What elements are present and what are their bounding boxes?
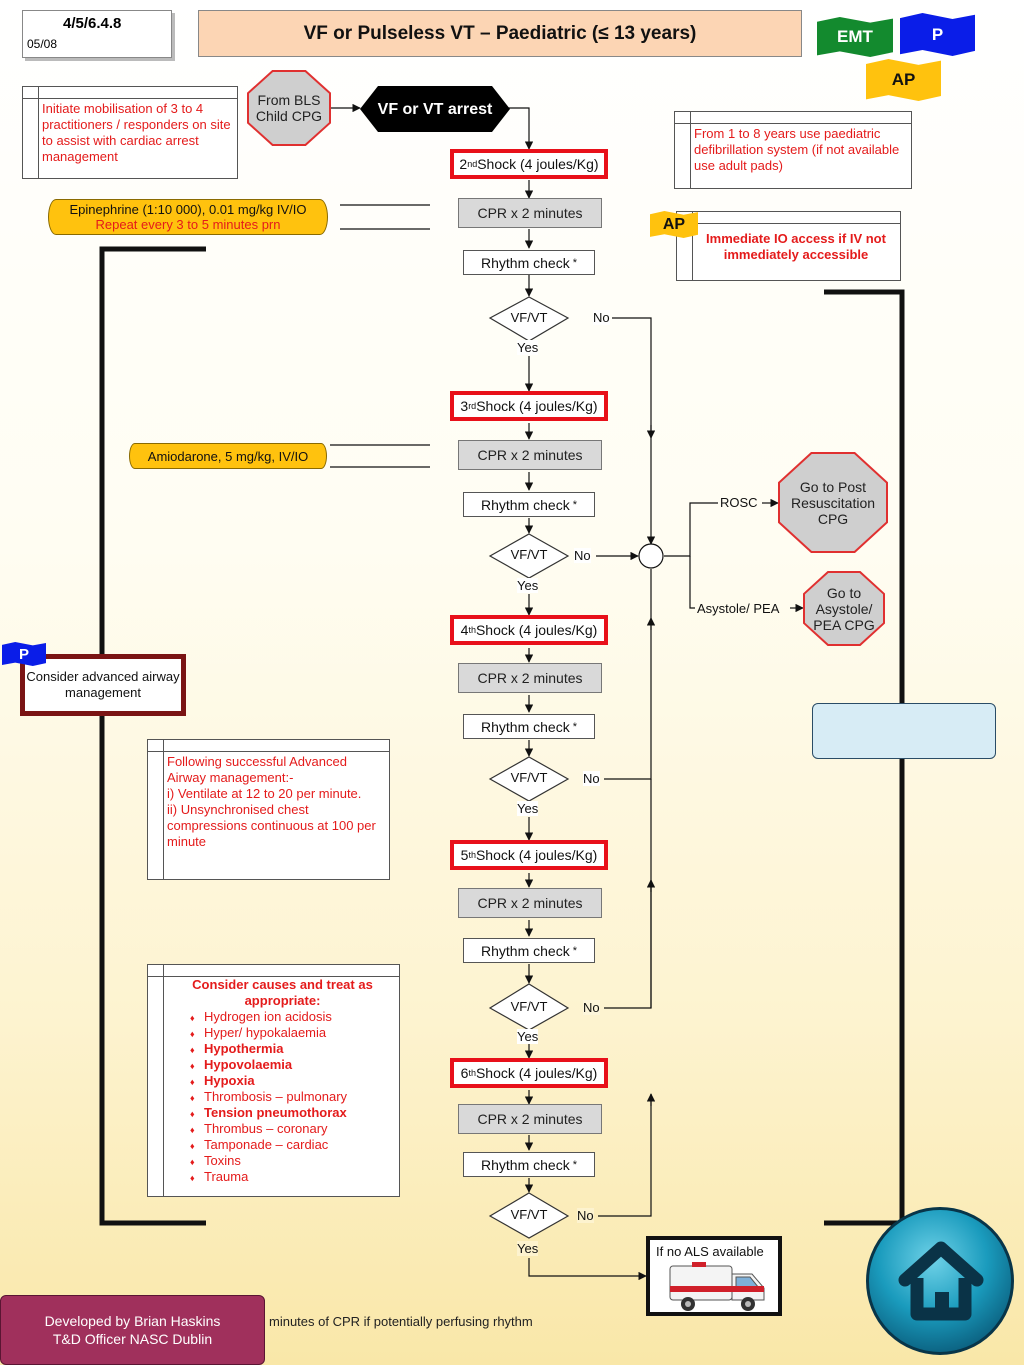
cpr-footer-note: minutes of CPR if potentially perfusing … bbox=[269, 1314, 533, 1329]
decision-label-3: VF/VT bbox=[510, 770, 548, 785]
rhythm-check-1: Rhythm check* bbox=[463, 250, 595, 275]
cause-item: Hydrogen ion acidosis bbox=[148, 1009, 399, 1026]
amiodarone-dose: Amiodarone, 5 mg/kg, IV/IO bbox=[147, 448, 309, 464]
causes-list: Hydrogen ion acidosis Hyper/ hypokalaemi… bbox=[148, 1009, 399, 1186]
decision-label-5: VF/VT bbox=[510, 1207, 548, 1222]
yes-label-4: Yes bbox=[517, 1029, 539, 1044]
io-access-note: Immediate IO access if IV not immediatel… bbox=[676, 211, 901, 281]
post-resus-octagon: Go to Post Resuscitation CPG bbox=[778, 452, 888, 553]
protocol-code: 4/5/6.4.8 bbox=[63, 15, 122, 32]
cause-item: Tension pneumothorax bbox=[148, 1105, 399, 1122]
defib-note: From 1 to 8 years use paediatric defibri… bbox=[674, 111, 912, 189]
blank-callout[interactable] bbox=[812, 703, 996, 759]
cause-item: Hypothermia bbox=[148, 1041, 399, 1058]
asystole-pea-label: Asystole/ PEA bbox=[697, 601, 780, 616]
cpr-box-2: CPR x 2 minutes bbox=[458, 440, 602, 470]
post-resus-text: Go to Post Resuscitation CPG bbox=[780, 454, 886, 551]
cpr-box-1: CPR x 2 minutes bbox=[458, 198, 602, 228]
mobilisation-note: Initiate mobilisation of 3 to 4 practiti… bbox=[22, 86, 238, 179]
no-als-text: If no ALS available bbox=[656, 1244, 764, 1259]
no-label-3: No bbox=[583, 771, 600, 786]
no-label-2: No bbox=[574, 548, 591, 563]
from-bls-octagon: From BLS Child CPG bbox=[247, 70, 331, 146]
epinephrine-dose: Epinephrine (1:10 000), 0.01 mg/kg IV/IO bbox=[69, 202, 307, 217]
rhythm-check-2: Rhythm check* bbox=[463, 492, 595, 517]
yes-label-3: Yes bbox=[517, 801, 539, 816]
causes-note: Consider causes and treat as appropriate… bbox=[147, 964, 400, 1197]
from-bls-text: From BLS Child CPG bbox=[249, 72, 329, 144]
causes-title: Consider causes and treat as appropriate… bbox=[192, 977, 373, 1008]
decision-label-1: VF/VT bbox=[510, 310, 548, 325]
yes-label-2: Yes bbox=[517, 578, 539, 593]
cause-item: Thrombosis – pulmonary bbox=[148, 1089, 399, 1106]
cause-item: Trauma bbox=[148, 1169, 399, 1186]
paramedic-flag: P bbox=[900, 13, 975, 56]
decision-label-4: VF/VT bbox=[510, 999, 548, 1014]
ambulance-icon bbox=[669, 1262, 765, 1311]
advanced-airway-box: Consider advanced airway management bbox=[20, 654, 186, 716]
developer-name: Developed by Brian Haskins bbox=[44, 1313, 221, 1329]
cause-item: Hypovolaemia bbox=[148, 1057, 399, 1074]
cause-item: Hyper/ hypokalaemia bbox=[148, 1025, 399, 1042]
post-airway-note: Following successful Advanced Airway man… bbox=[147, 739, 390, 880]
io-access-note-text: Immediate IO access if IV not immediatel… bbox=[706, 231, 886, 262]
developer-credit: Developed by Brian Haskins T&D Officer N… bbox=[0, 1295, 265, 1365]
start-node: VF or VT arrest bbox=[360, 86, 510, 132]
yes-label-1: Yes bbox=[517, 340, 539, 355]
emt-flag: EMT bbox=[817, 17, 893, 57]
airway-p-flag: P bbox=[2, 642, 46, 666]
rhythm-check-5: Rhythm check* bbox=[463, 1152, 595, 1177]
no-label-5: No bbox=[577, 1208, 594, 1223]
defib-note-text: From 1 to 8 years use paediatric defibri… bbox=[694, 126, 900, 173]
rhythm-check-3: Rhythm check* bbox=[463, 714, 595, 739]
io-ap-flag: AP bbox=[650, 211, 698, 238]
epinephrine-scroll: Epinephrine (1:10 000), 0.01 mg/kg IV/IO… bbox=[48, 199, 328, 235]
asystole-pea-octagon: Go to Asystole/ PEA CPG bbox=[803, 571, 885, 646]
decision-diamond-5 bbox=[488, 1192, 570, 1239]
developer-role: T&D Officer NASC Dublin bbox=[52, 1331, 213, 1347]
rosc-label: ROSC bbox=[720, 495, 758, 510]
protocol-reference: 4/5/6.4.8 05/08 bbox=[22, 10, 172, 58]
cause-item: Toxins bbox=[148, 1153, 399, 1170]
decision-label-2: VF/VT bbox=[510, 547, 548, 562]
no-label-4: No bbox=[583, 1000, 600, 1015]
cpr-box-5: CPR x 2 minutes bbox=[458, 1104, 602, 1134]
protocol-date: 05/08 bbox=[27, 37, 58, 51]
no-label-1: No bbox=[593, 310, 610, 325]
epinephrine-repeat: Repeat every 3 to 5 minutes prn bbox=[95, 217, 281, 232]
cause-item: Thrombus – coronary bbox=[148, 1121, 399, 1138]
yes-label-5: Yes bbox=[517, 1241, 539, 1256]
mobilisation-note-text: Initiate mobilisation of 3 to 4 practiti… bbox=[42, 101, 231, 164]
amiodarone-scroll: Amiodarone, 5 mg/kg, IV/IO bbox=[129, 443, 327, 469]
rhythm-check-4: Rhythm check* bbox=[463, 938, 595, 963]
asystole-pea-text: Go to Asystole/ PEA CPG bbox=[805, 573, 883, 644]
advanced-paramedic-flag: AP bbox=[866, 59, 941, 101]
home-icon bbox=[898, 1241, 984, 1321]
post-airway-text: Following successful Advanced Airway man… bbox=[167, 754, 376, 849]
no-als-box: If no ALS available bbox=[646, 1236, 782, 1316]
cause-item: Tamponade – cardiac bbox=[148, 1137, 399, 1154]
cause-item: Hypoxia bbox=[148, 1073, 399, 1090]
cpr-box-3: CPR x 2 minutes bbox=[458, 663, 602, 693]
home-button[interactable] bbox=[866, 1207, 1014, 1355]
cpr-box-4: CPR x 2 minutes bbox=[458, 888, 602, 918]
page-title: VF or Pulseless VT – Paediatric (≤ 13 ye… bbox=[198, 10, 802, 57]
